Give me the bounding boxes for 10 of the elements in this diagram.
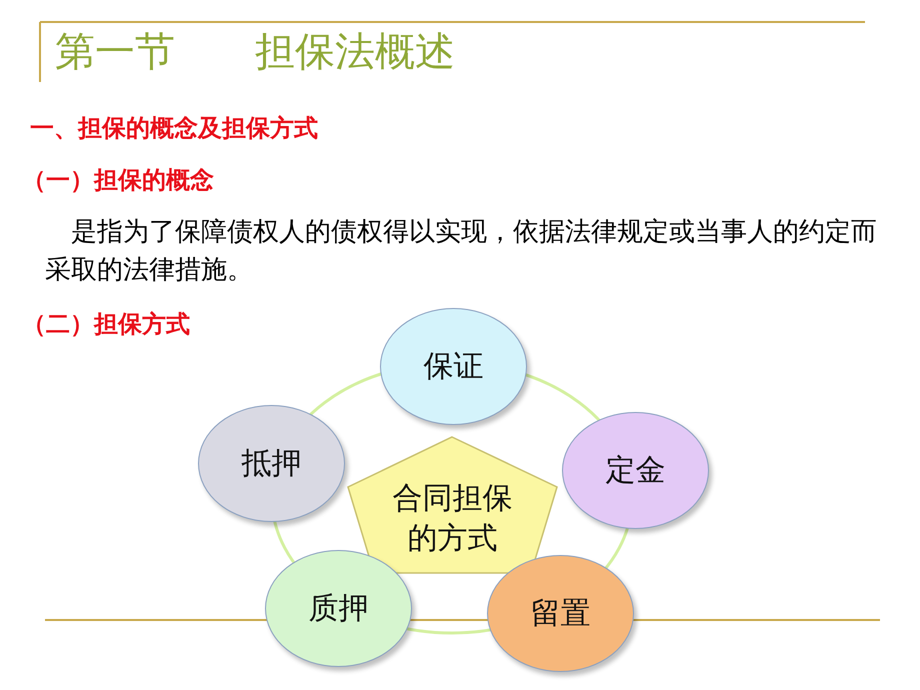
circle: 留置 [487, 555, 634, 672]
subsection-heading: （一）担保的概念 [22, 165, 214, 196]
paragraph: 是指为了保障债权人的债权得以实现，依据法律规定或当事人的约定而采取的法律措施。 [45, 216, 878, 287]
circle: 抵押 [198, 405, 345, 522]
circle: 质押 [265, 550, 412, 667]
section-heading: 一、担保的概念及担保方式 [30, 113, 318, 144]
slide-title: 第一节 担保法概述 [55, 28, 455, 77]
subsection-heading: （二）担保方式 [22, 309, 190, 340]
circle: 保证 [380, 308, 527, 425]
circle: 定金 [562, 412, 709, 529]
